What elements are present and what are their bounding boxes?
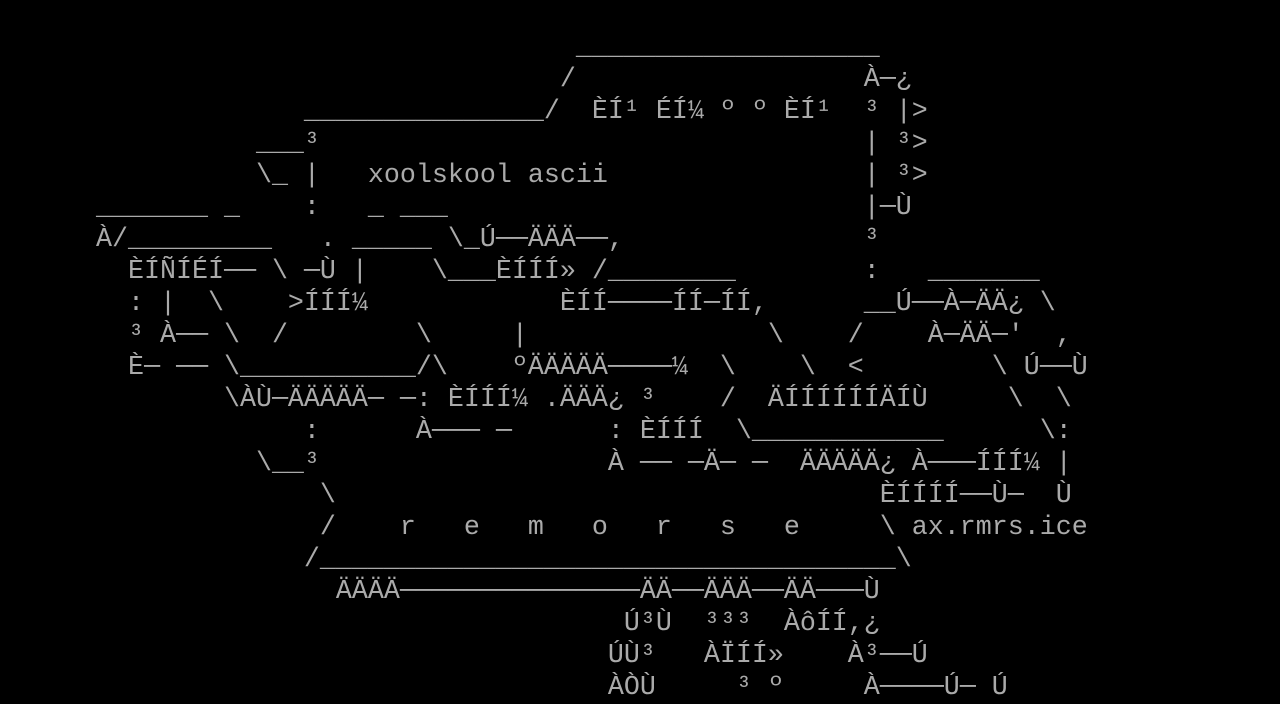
ascii-row: \ÀÙ─ÄÄÄÄÄ─ ─: ÈÍÍÍ¼ .ÄÄÄ¿ ³ / ÄÍÍÍÍÍÍÄÍÙ… bbox=[0, 385, 1072, 415]
ascii-row: : | \ >ÍÍÍ¼ ÈÍÍ────ÍÍ─ÍÍ, __Ú──À─ÄÄ¿ \ bbox=[0, 289, 1056, 319]
ascii-row: : À─── ─ : ÈÍÍÍ \____________ \: bbox=[0, 417, 1072, 447]
ascii-row: _______________/ ÈÍ¹ ÉÍ¼ º º ÈÍ¹ ³ |> bbox=[0, 97, 928, 127]
ascii-row: È─ ── \___________/\ ºÄÄÄÄÄ────¼ \ \ < \… bbox=[0, 353, 1088, 383]
ascii-row: ___³ | ³> bbox=[0, 129, 928, 159]
ascii-row: / À─¿ bbox=[0, 65, 912, 95]
ascii-row-title: \_ | xoolskool ascii | ³> bbox=[0, 161, 928, 191]
ascii-row: À/_________ . _____ \_Ú──ÄÄÄ──, ³ bbox=[0, 225, 880, 255]
ascii-row: ÈÍÑÍÉÍ── \ ─Ù | \___ÈÍÍÍ» /________ : __… bbox=[0, 257, 1040, 287]
ascii-row: ÀÒÙ ³ º À────Ú─ Ú bbox=[0, 673, 1008, 703]
ascii-row: \ ÈÍÍÍÍ──Ù─ Ù bbox=[0, 481, 1072, 511]
ascii-row: \__³ À ── ─Ä─ ─ ÄÄÄÄÄ¿ À───ÍÍÍ¼ | bbox=[0, 449, 1072, 479]
ascii-row-logo-signature: / r e m o r s e \ ax.rmrs.ice bbox=[0, 513, 1088, 543]
ascii-row bbox=[0, 0, 1280, 32]
ascii-row: _______ _ : _ ___ |─Ù bbox=[0, 193, 912, 223]
ascii-row: ___________________ bbox=[0, 33, 880, 63]
ascii-row: Ú³Ù ³³³ ÀôÍÍ,¿ bbox=[0, 609, 880, 639]
ascii-row: /____________________________________\ bbox=[0, 545, 912, 575]
ascii-row: ³ À── \ / \ | \ / À─ÄÄ─' , bbox=[0, 321, 1072, 351]
ascii-row: ÚÙ³ ÀÏÍÍ» À³──Ú bbox=[0, 641, 928, 671]
ascii-row: ÄÄÄÄ───────────────ÄÄ──ÄÄÄ──ÄÄ───Ù bbox=[0, 577, 880, 607]
